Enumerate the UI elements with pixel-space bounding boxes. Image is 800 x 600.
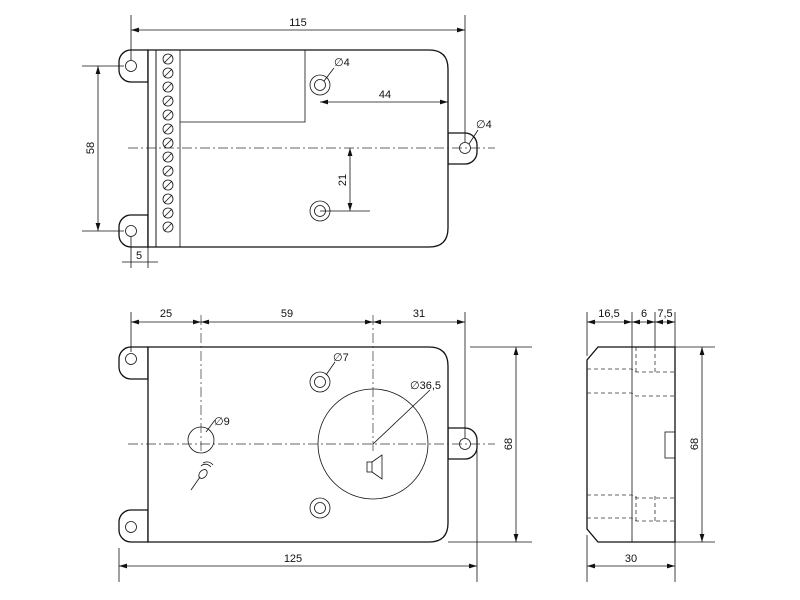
right-mount-ear bbox=[447, 427, 478, 460]
mount-hole bbox=[125, 353, 137, 365]
left-top-mount-ear bbox=[118, 346, 149, 380]
leader-line bbox=[325, 361, 336, 376]
screw-slot bbox=[163, 138, 173, 148]
dim-seg3: 31 bbox=[413, 308, 425, 320]
side-view: 16,5 6 7,5 68 30 bbox=[586, 308, 715, 582]
screw-slot bbox=[163, 194, 173, 204]
dim-height: 68 bbox=[689, 438, 701, 450]
mount-hole-boss bbox=[309, 497, 331, 519]
label-ear-hole: ∅4 bbox=[476, 119, 492, 131]
screw-slot bbox=[163, 54, 173, 64]
mount-hole bbox=[314, 502, 326, 514]
dim-hole-spacing: 58 bbox=[85, 142, 97, 154]
dim-hole-vertical: 21 bbox=[337, 174, 349, 186]
terminal-screw bbox=[162, 109, 174, 121]
hidden-line bbox=[587, 494, 675, 499]
terminal-screw bbox=[162, 179, 174, 191]
terminal-screw bbox=[162, 207, 174, 219]
terminal-screw bbox=[162, 165, 174, 177]
screw-slot bbox=[163, 82, 173, 92]
terminal-screw bbox=[162, 193, 174, 205]
left-bottom-mount-ear bbox=[118, 509, 149, 543]
label-mount-hole: ∅4 bbox=[334, 57, 350, 69]
terminal-screw bbox=[162, 81, 174, 93]
leader-line bbox=[468, 129, 479, 145]
terminal-screw bbox=[162, 151, 174, 163]
label-mic: ∅9 bbox=[214, 416, 230, 428]
side-view-body bbox=[586, 346, 676, 543]
screw-slot bbox=[163, 222, 173, 232]
dim-seg1: 25 bbox=[160, 308, 172, 320]
leader-line bbox=[372, 389, 431, 445]
top-view-body bbox=[147, 49, 449, 248]
mount-hole bbox=[125, 60, 137, 72]
dim-seg2: 59 bbox=[281, 308, 293, 320]
dim-seg1: 16,5 bbox=[598, 308, 619, 320]
leader-line bbox=[205, 419, 216, 433]
screw-slot bbox=[163, 180, 173, 190]
left-top-mount-ear bbox=[118, 49, 149, 83]
terminal-block bbox=[155, 49, 181, 248]
component-outline bbox=[180, 49, 306, 123]
screw-slot bbox=[163, 96, 173, 106]
terminal-screw bbox=[162, 221, 174, 233]
dim-seg2: 6 bbox=[641, 308, 647, 320]
terminal-screw bbox=[162, 95, 174, 107]
dim-seg3: 7,5 bbox=[657, 308, 672, 320]
screw-slot bbox=[163, 110, 173, 120]
right-mount-ear bbox=[447, 132, 478, 165]
terminal-screw bbox=[162, 123, 174, 135]
screw-slot bbox=[163, 208, 173, 218]
hidden-line bbox=[587, 517, 675, 522]
leader-line bbox=[323, 67, 335, 82]
mount-hole bbox=[314, 79, 326, 91]
side-tab bbox=[664, 431, 676, 459]
dim-height: 68 bbox=[503, 438, 515, 450]
screw-slot bbox=[163, 166, 173, 176]
hidden-line bbox=[587, 368, 675, 373]
dim-overall-width: 115 bbox=[289, 17, 307, 29]
mount-hole bbox=[125, 521, 137, 533]
screw-slot bbox=[163, 152, 173, 162]
screw-slot bbox=[163, 68, 173, 78]
terminal-screws bbox=[162, 53, 174, 233]
mount-hole-boss bbox=[309, 74, 331, 96]
dim-hole-to-edge: 44 bbox=[379, 89, 391, 101]
screw-slot bbox=[163, 124, 173, 134]
hidden-line bbox=[587, 392, 675, 397]
front-view: 25 59 31 ∅7 ∅36,5 ∅9 68 125 bbox=[118, 308, 532, 582]
speaker-icon bbox=[366, 454, 383, 480]
front-view-body bbox=[147, 346, 449, 543]
dim-terminal-offset: 5 bbox=[136, 250, 142, 262]
mount-hole bbox=[314, 376, 326, 388]
mount-hole bbox=[125, 225, 137, 237]
terminal-screw bbox=[162, 53, 174, 65]
label-speaker: ∅36,5 bbox=[410, 380, 441, 392]
terminal-screw bbox=[162, 67, 174, 79]
microphone-icon bbox=[190, 461, 214, 491]
dim-total-width: 125 bbox=[284, 553, 302, 565]
left-bottom-mount-ear bbox=[118, 214, 149, 248]
label-hole: ∅7 bbox=[333, 352, 349, 364]
top-view: 115 58 5 ∅4 44 ∅4 21 bbox=[82, 15, 495, 268]
mount-hole-boss bbox=[309, 371, 331, 393]
dim-width: 30 bbox=[625, 553, 637, 565]
